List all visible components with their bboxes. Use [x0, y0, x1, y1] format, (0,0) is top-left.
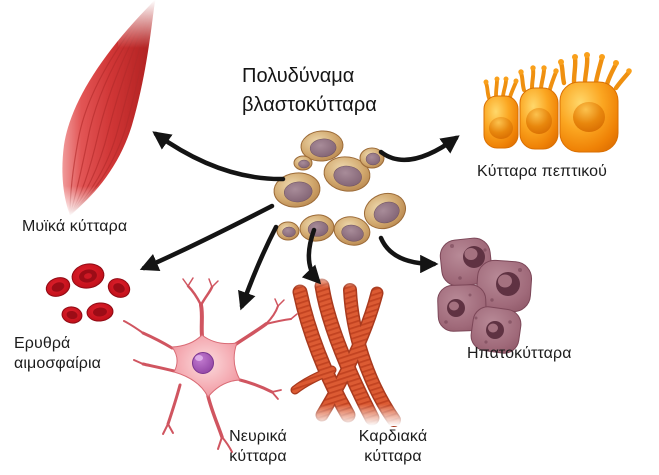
- dendrites: [123, 277, 298, 453]
- stem-cell-cluster-illustration: [273, 130, 406, 246]
- arrow-to-red-blood-cells: [139, 203, 275, 271]
- muscle-cell-illustration: [52, 0, 170, 216]
- differentiation-arrows: [139, 131, 460, 311]
- label-digestive-cells: Κύτταρα πεπτικού: [477, 163, 608, 180]
- neuron-illustration: [123, 277, 298, 453]
- arrow-to-hepatocytes: [378, 235, 439, 274]
- label-hepatocytes: Ηπατοκύτταρα: [467, 345, 572, 362]
- red-blood-cells-illustration: [45, 263, 131, 324]
- label-red-blood-cells: Ερυθρά αιμοσφαίρια: [14, 335, 101, 372]
- neuron-nucleus: [192, 352, 214, 374]
- hepatocyte-speckles: [444, 244, 522, 344]
- microvilli-tips: [483, 52, 632, 85]
- arrow-to-cardiac: [301, 227, 322, 285]
- label-cardiac-cells: Καρδιακά κύτταρα: [358, 428, 428, 465]
- digestive-nuclei: [489, 102, 605, 139]
- label-neural-cells: Νευρικά κύτταρα: [229, 428, 287, 465]
- hepatocyte-nuclei: [447, 246, 520, 339]
- muscle-top-fade: [118, 0, 170, 48]
- arrow-to-muscle: [152, 131, 286, 182]
- nucleus-highlight: [195, 355, 203, 361]
- arrow-to-digestive: [378, 135, 460, 163]
- label-muscle-cells: Μυϊκά κύτταρα: [22, 218, 128, 235]
- arrow-to-neuron: [238, 224, 279, 311]
- diagram-title: Πολυδύναμα βλαστοκύτταρα: [242, 65, 377, 116]
- cardiac-cells-illustration: [285, 270, 430, 427]
- muscle-bottom-fade: [52, 186, 107, 216]
- hepatocytes-illustration: [437, 237, 533, 354]
- digestive-cells-illustration: [483, 52, 632, 153]
